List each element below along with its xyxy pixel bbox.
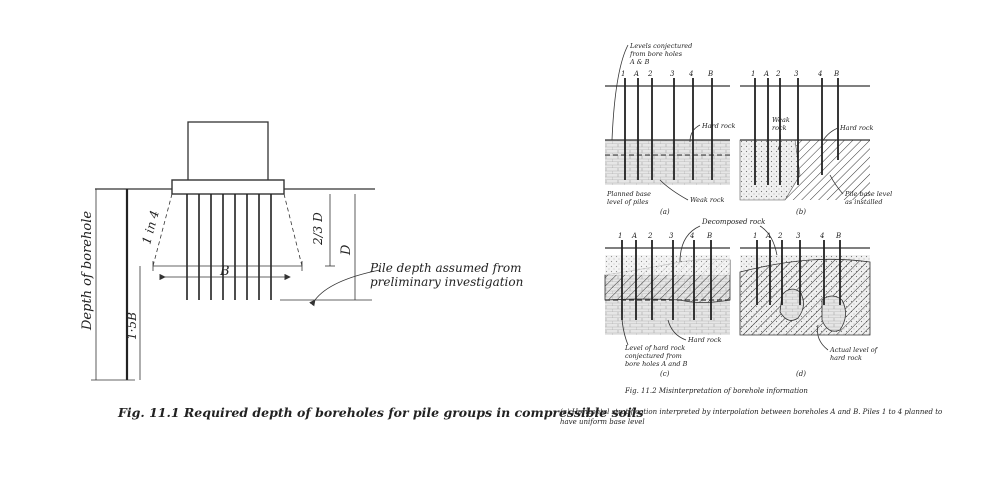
label-two-thirds-d: 2/3 D [311,212,325,246]
bh-label-b-B: B [833,70,839,78]
panel-c: 1 A 2 3 4 B Decomposed rock Level of har… [604,218,779,378]
label-depth-of-borehole: Depth of borehole [80,211,95,331]
note-levels-1: Levels conjectured [629,42,692,50]
bh-label-a-2: 2 [647,70,653,78]
panel-label-b: (b) [796,208,806,216]
bh-label-c-A: A [631,232,637,240]
figure-11-1: Depth of borehole 1 in 4 2/3 D D B 1·5B … [80,121,644,420]
bh-label-c-4: 4 [689,232,694,240]
note-pile-base-2: as installed [845,198,883,206]
pile-depth-leader [309,269,381,307]
note-hard-rock-a: Hard rock [701,122,736,130]
panel-a: 1 A 2 3 4 B Levels conjectured from bore… [605,42,736,216]
bh-label-c-3: 3 [669,232,674,240]
figure-11-2-caption: Fig. 11.2 Misinterpretation of borehole … [624,387,808,395]
bh-label-c-1: 1 [618,232,622,240]
note-pile-base-1: Pile base level [844,190,892,198]
note-level-hard-1: Level of hard rock [624,344,685,352]
panel-label-a: (a) [660,208,670,216]
load-spread-left [152,193,173,267]
bh-label-d-3: 3 [796,232,801,240]
pile-group [186,194,272,300]
panel-label-c: (c) [660,370,670,378]
pile-cap [171,179,285,195]
note-levels-2: from bore holes [629,50,683,58]
panel-d: 1 A 2 3 4 B Actual level of hard rock (d… [739,232,879,378]
bh-label-a-B: B [707,70,713,78]
bh-label-b-1: 1 [751,70,755,78]
bh-label-a-3: 3 [670,70,675,78]
note-decomposed-rock: Decomposed rock [701,218,765,226]
bh-label-d-A: A [765,232,771,240]
figure-11-1-caption: Fig. 11.1 Required depth of boreholes fo… [117,405,644,420]
label-pile-depth-2: preliminary investigation [370,275,523,289]
note-hard-rock-c: Hard rock [687,336,722,344]
note-weak-b-1: Weak [772,116,790,124]
note-planned-base-1: Planned base [606,190,651,198]
figure-11-2-note-2: have uniform base level [560,418,645,426]
note-level-hard-3: bore holes A and B [625,360,688,368]
bh-label-a-1: 1 [621,70,625,78]
bh-label-d-B: B [835,232,841,240]
note-actual-level-2: hard rock [830,354,862,362]
bh-label-b-4: 4 [817,70,822,78]
panel-label-d: (d) [796,370,806,378]
bh-label-c-B: B [706,232,712,240]
note-levels-3: A & B [629,58,650,66]
label-slope: 1 in 4 [139,209,161,246]
note-weak-b-2: rock [772,124,787,132]
panel-b: 1 A 2 3 4 B Weak rock Hard rock Pile bas… [739,70,892,216]
bh-label-a-A: A [633,70,639,78]
label-d: D [339,244,354,256]
bh-label-d-1: 1 [753,232,757,240]
figure-11-2-note-1: (a) Horizontal stratification interprete… [560,408,942,416]
bh-label-a-4: 4 [688,70,693,78]
note-hard-rock-b: Hard rock [839,124,874,132]
load-spread-right [283,193,303,267]
bh-label-b-3: 3 [794,70,799,78]
bh-label-d-4: 4 [819,232,824,240]
note-weak-rock: Weak rock [690,196,725,204]
bh-label-b-2: 2 [775,70,781,78]
label-pile-depth-1: Pile depth assumed from [369,261,521,275]
label-b: B [219,264,230,279]
bh-label-d-2: 2 [777,232,783,240]
bh-label-c-2: 2 [647,232,653,240]
note-planned-base-2: level of piles [607,198,649,206]
note-level-hard-2: conjectured from [625,352,682,360]
pile-column [187,121,269,185]
bh-label-b-A: A [763,70,769,78]
figure-11-2: 1 A 2 3 4 B Levels conjectured from bore… [560,42,942,426]
label-one-point-five-b: 1·5B [125,312,139,340]
note-actual-level-1: Actual level of [829,346,879,354]
